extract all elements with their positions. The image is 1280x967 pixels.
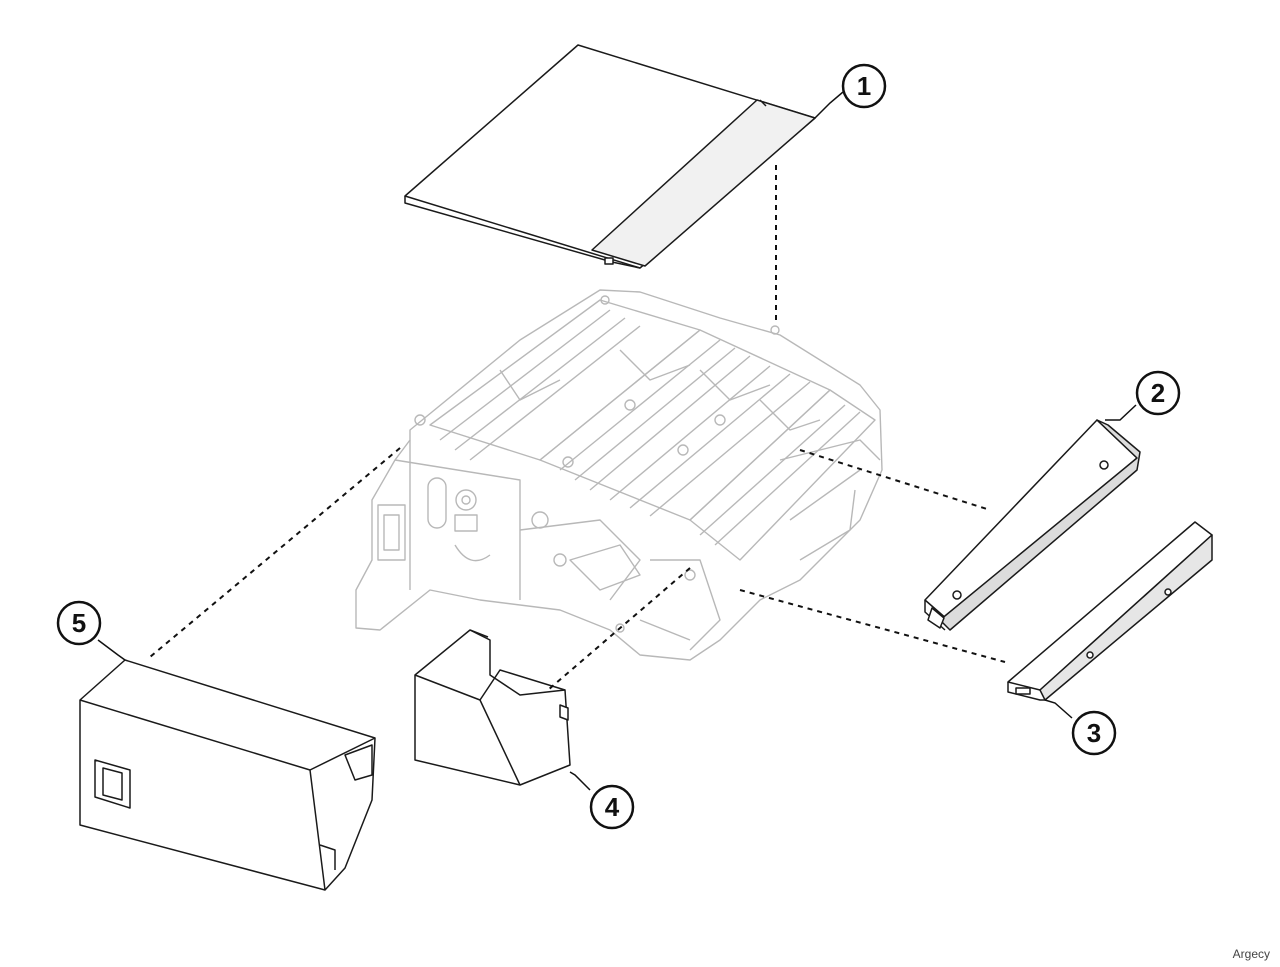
callout-1: 1	[841, 63, 887, 109]
callout-pointers	[97, 91, 1137, 791]
watermark-text: Argecy	[1232, 947, 1270, 961]
large-side-cover-part	[79, 659, 376, 891]
callout-3-label: 3	[1087, 718, 1101, 748]
callout-2: 2	[1135, 370, 1181, 416]
callout-5-label: 5	[72, 608, 86, 638]
rail-guide-part	[924, 419, 1141, 631]
duct-channel-part	[1007, 521, 1213, 701]
callout-2-label: 2	[1151, 378, 1165, 408]
callout-4: 4	[589, 784, 635, 830]
callout-4-label: 4	[605, 792, 620, 822]
callout-5: 5	[56, 600, 102, 646]
callout-1-label: 1	[857, 71, 871, 101]
callout-3: 3	[1071, 710, 1117, 756]
leader-part-4	[547, 567, 691, 691]
top-cover-part	[404, 44, 816, 269]
leader-part-5	[149, 447, 401, 658]
leader-part-2	[799, 449, 991, 511]
small-side-cover-part	[414, 629, 571, 786]
assembly-leader-lines	[149, 165, 1006, 691]
printer-frame-assembly	[355, 289, 883, 661]
